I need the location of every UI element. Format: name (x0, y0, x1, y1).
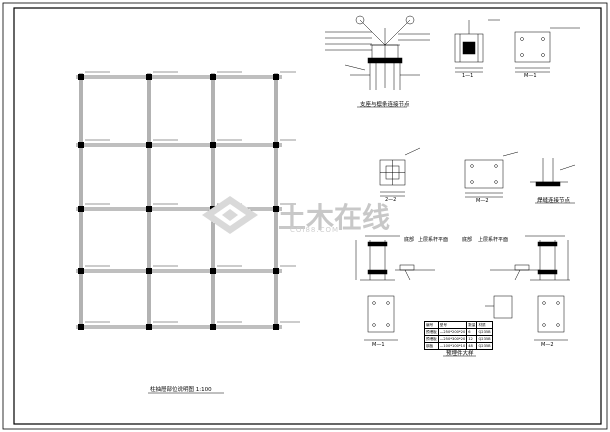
table-cell: 12 (466, 335, 478, 343)
table-header: 型号 (437, 321, 468, 329)
table-cell: —250*300*20 (437, 335, 468, 343)
bottom-m1-right: M—2 (541, 342, 554, 348)
watermark-subtext: COI88.COM (290, 226, 340, 234)
table-cell: —250*200*20 (437, 328, 468, 336)
table-row: 预埋板 —250*300*20 12 Q235B (424, 335, 493, 343)
bottom-left-title: 上层系杆平面 (418, 237, 449, 243)
section-2-2 (379, 147, 421, 197)
table-cell: Q235B (476, 335, 493, 343)
table-cell: —100*100*10 (437, 342, 468, 350)
embed-caption: 预埋件大样 (446, 351, 474, 357)
watermark-text: 土木在线 (278, 201, 391, 234)
table-header-row: 编号 型号 数量 材质 (424, 321, 493, 329)
bottom-left-tag: 底部 (404, 237, 415, 243)
embed-detail-right (485, 235, 570, 341)
support-detail-title: 支座与檩条连接节点 (360, 102, 410, 108)
table-cell: Q235B (476, 342, 493, 350)
table-row: 钢板 —100*100*10 48 Q235B (424, 342, 493, 350)
plate-m1-top-label: M—1 (524, 73, 537, 79)
plan-grid (76, 73, 282, 330)
table-header: 数量 (466, 321, 478, 329)
table-cell: 预埋板 (424, 335, 439, 343)
table-cell: 预埋板 (424, 328, 439, 336)
weld-node (530, 158, 576, 204)
material-table: 编号 型号 数量 材质 预埋板 —250*200*20 6 Q235B 预埋板 … (424, 321, 493, 350)
table-header: 编号 (424, 321, 439, 329)
bottom-m1-left: M—1 (372, 342, 385, 348)
section-1-1-label: 1—1 (462, 73, 474, 79)
embed-detail-left (355, 235, 435, 341)
plate-m2 (464, 151, 519, 198)
watermark-logo-icon (202, 196, 258, 234)
bottom-right-title: 上层系杆平面 (478, 237, 509, 243)
section-2-2-label: 2—2 (385, 197, 397, 203)
plan-leaders (85, 71, 300, 323)
plate-m1-top (514, 27, 580, 73)
table-row: 预埋板 —250*200*20 6 Q235B (424, 328, 493, 336)
inner-border (13, 7, 602, 425)
table-cell: 48 (466, 342, 478, 350)
table-cell: 6 (466, 328, 478, 336)
weld-node-title: 焊缝连接节点 (537, 198, 571, 204)
bottom-right-tag: 底部 (462, 237, 473, 243)
table-cell: Q235B (476, 328, 493, 336)
section-1-1 (454, 19, 500, 73)
support-node-detail (325, 15, 430, 108)
plate-m2-label: M—2 (476, 198, 489, 204)
table-cell: 钢板 (424, 342, 439, 350)
plan-title: 柱抽屉部位说明图 1:100 (150, 387, 212, 393)
table-header: 材质 (476, 321, 493, 329)
